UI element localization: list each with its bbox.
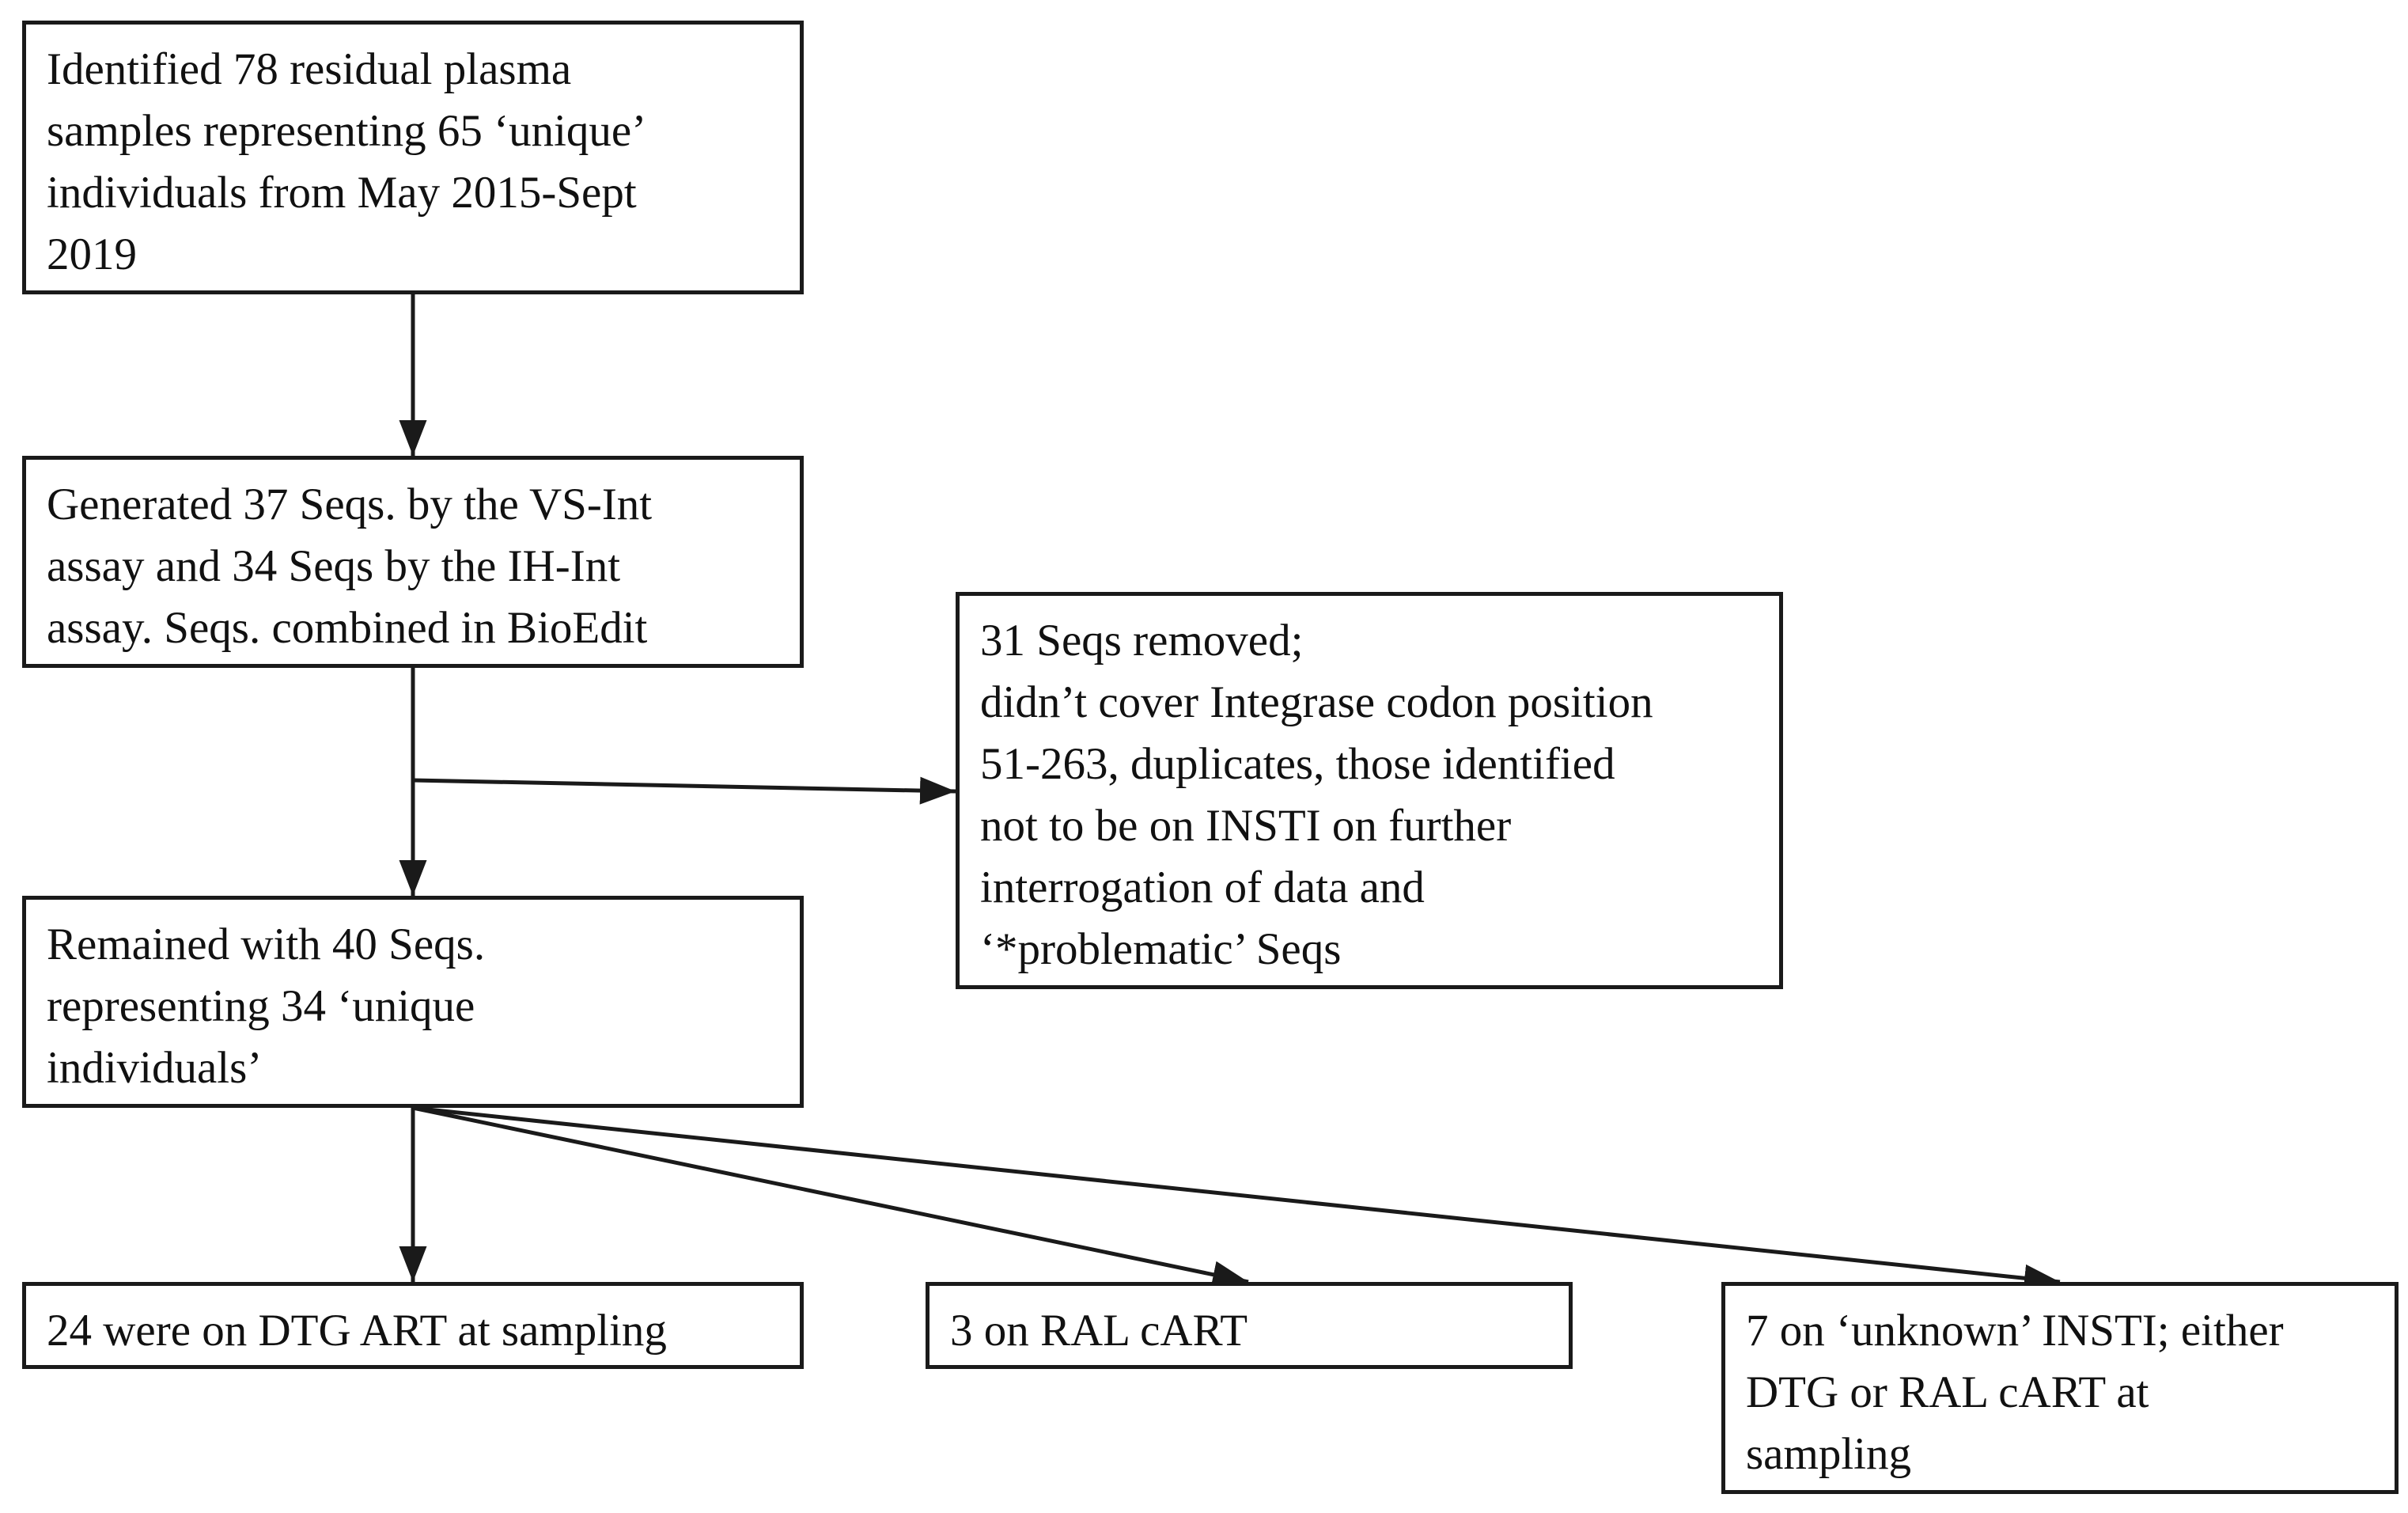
generated-sequences-box: Generated 37 Seqs. by the VS-Int assay a… [22, 456, 804, 668]
ral-cart-box: 3 on RAL cART [926, 1282, 1573, 1369]
arrow-box-4-to-box-7 [412, 1105, 2061, 1292]
identified-samples-box: Identified 78 residual plasma samples re… [22, 21, 804, 294]
unknown-insti-box: 7 on ‘unknown’ INSTI; either DTG or RAL … [1721, 1282, 2399, 1494]
remaining-sequences-box: Remained with 40 Seqs. representing 34 ‘… [22, 896, 804, 1108]
arrow-box-4-to-box-6 [412, 1105, 1249, 1288]
dtg-art-box: 24 were on DTG ART at sampling [22, 1282, 804, 1369]
sequences-removed-box: 31 Seqs removed; didn’t cover Integrase … [956, 592, 1783, 989]
arrow-box-2-to-box-3 [412, 776, 956, 805]
